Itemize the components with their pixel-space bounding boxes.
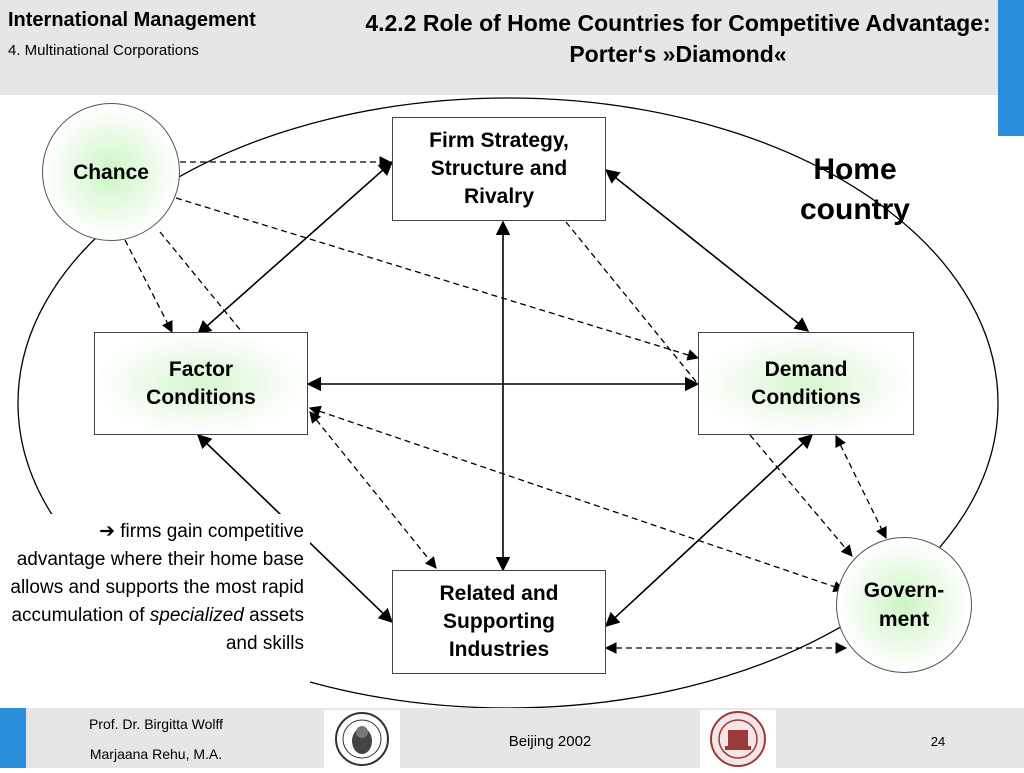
footer-accent-tab <box>0 708 26 768</box>
header-accent-tab <box>998 0 1024 136</box>
node-demand-conditions: Demand Conditions <box>698 332 914 435</box>
university-seal-right-icon <box>700 710 776 768</box>
node-chance: Chance <box>42 103 180 241</box>
university-seal-left-icon <box>324 710 400 768</box>
node-government: Govern- ment <box>836 537 972 673</box>
dashed-factor-government <box>308 405 846 593</box>
arrow-firm-demand <box>604 169 810 332</box>
arrow-firm-factor <box>196 161 394 335</box>
footer-author-2: Marjaana Rehu, M.A. <box>89 746 223 762</box>
dashed-demand-government <box>835 434 887 540</box>
note-text-1: firms gain competitive advantage where t… <box>10 521 304 626</box>
slide-title: 4.2.2 Role of Home Countries for Competi… <box>365 10 991 67</box>
note-emphasis: specialized <box>149 605 244 626</box>
dashed-chance-related <box>159 231 243 333</box>
course-subtitle: 4. Multinational Corporations <box>8 42 199 59</box>
dashed-chance-demand <box>175 197 700 361</box>
conclusion-note: ➔ firms gain competitive advantage where… <box>8 514 310 684</box>
course-title: International Management <box>8 9 256 31</box>
dashed-chance-factor <box>124 239 173 334</box>
dashed-factor-related <box>309 411 437 569</box>
dashed-firm-government-2 <box>749 434 853 557</box>
note-text-2: assets and skills <box>225 605 304 654</box>
node-firm-strategy: Firm Strategy, Structure and Rivalry <box>392 117 606 221</box>
arrow-right-icon: ➔ <box>99 521 115 542</box>
page-number: 24 <box>930 734 946 749</box>
footer-band <box>26 708 1024 768</box>
header-band <box>0 0 998 95</box>
arrow-demand-related <box>604 434 814 627</box>
footer-event: Beijing 2002 <box>508 733 592 750</box>
home-country-label: Home country <box>799 153 910 226</box>
footer-author-1: Prof. Dr. Birgitta Wolff <box>88 716 224 732</box>
node-related-supporting: Related and Supporting Industries <box>392 570 606 674</box>
node-factor-conditions: Factor Conditions <box>94 332 308 435</box>
dashed-firm-government <box>565 221 699 385</box>
